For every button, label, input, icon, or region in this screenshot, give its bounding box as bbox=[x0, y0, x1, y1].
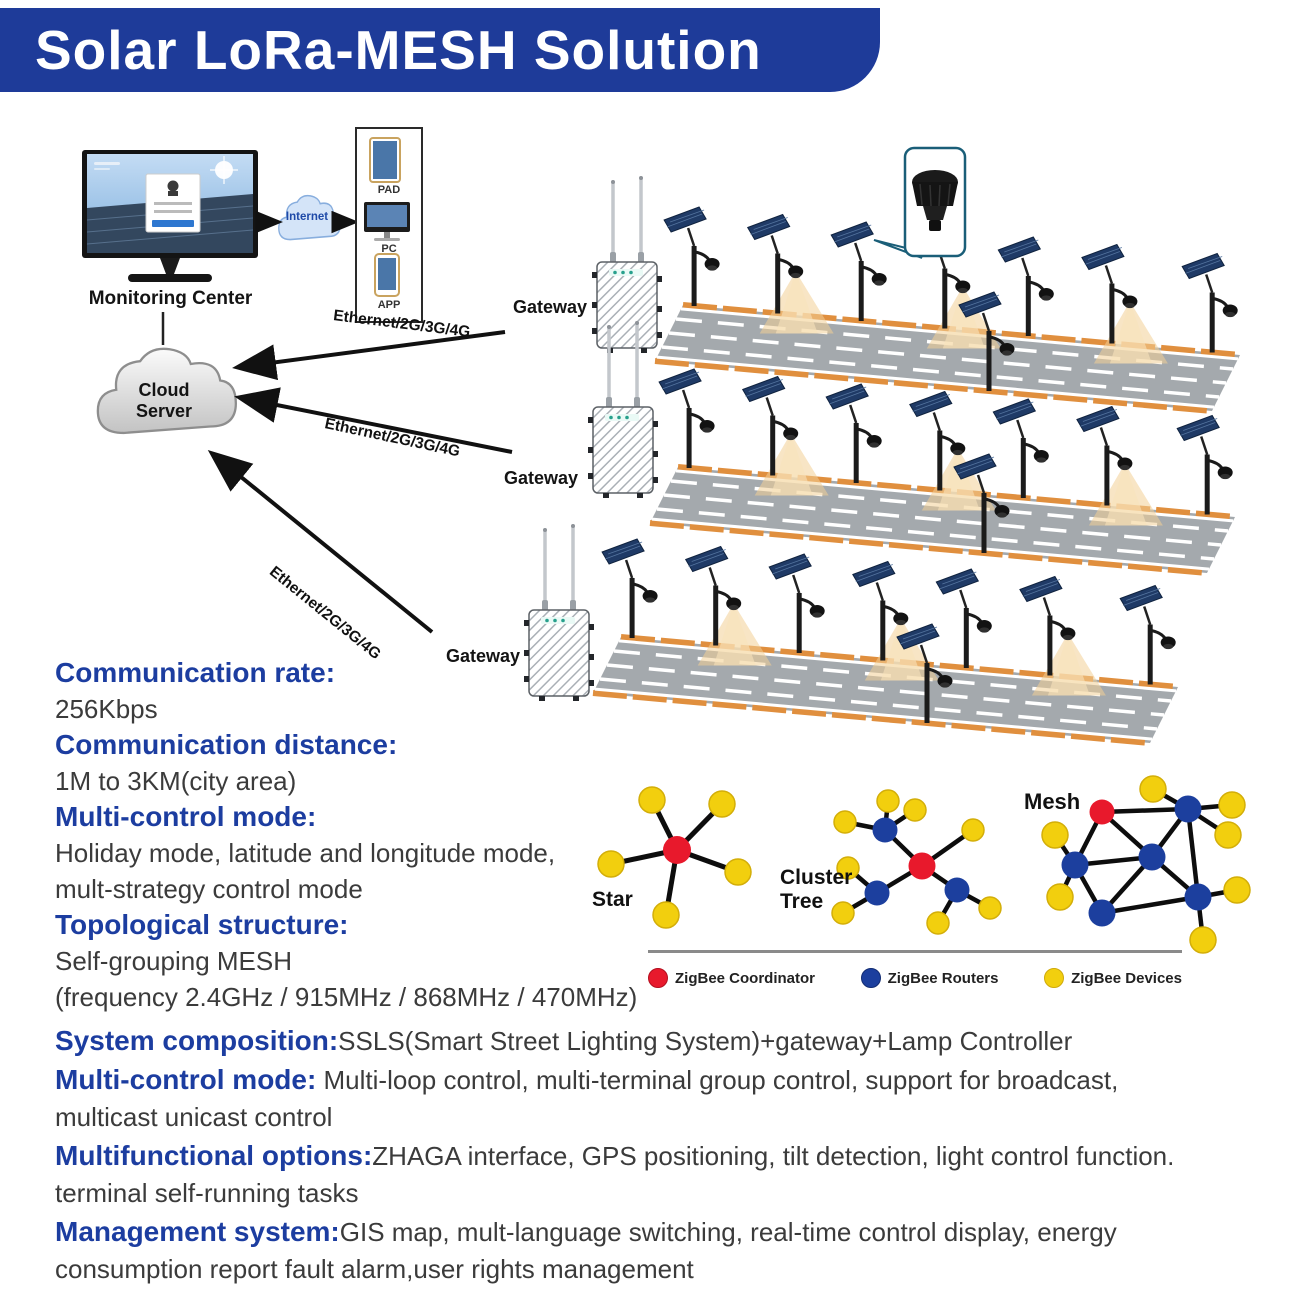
legend-item-routers: ZigBee Routers bbox=[860, 968, 999, 988]
spec-item: Multi-control mode: Holiday mode, latitu… bbox=[55, 799, 665, 907]
feature-item: Management system:GIS map, mult-language… bbox=[55, 1213, 1300, 1288]
spec-heading: Communication distance: bbox=[55, 729, 398, 760]
star-label: Star bbox=[592, 888, 633, 911]
spec-body: 256Kbps bbox=[55, 694, 158, 724]
routers-dot-icon bbox=[860, 968, 881, 988]
lamp-controller-icon bbox=[912, 170, 958, 231]
pc-icon bbox=[364, 202, 410, 241]
feature-body: SSLS(Smart Street Lighting System)+gatew… bbox=[338, 1026, 1073, 1056]
streetlight bbox=[662, 205, 722, 308]
streetlight bbox=[1180, 252, 1240, 354]
pad-label: PAD bbox=[377, 184, 401, 196]
legend-item-coordinator: ZigBee Coordinator bbox=[648, 968, 815, 988]
spec-body: Holiday mode, latitude and longitude mod… bbox=[55, 838, 556, 904]
streetlight bbox=[996, 235, 1056, 338]
feature-body: ZHAGA interface, GPS positioning, tilt d… bbox=[55, 1141, 1175, 1208]
spec-body: 1M to 3KM(city area) bbox=[55, 766, 297, 796]
streetlight bbox=[657, 367, 717, 470]
legend-item-devices: ZigBee Devices bbox=[1044, 968, 1182, 988]
gateway-device-1 bbox=[590, 174, 664, 355]
light-cone bbox=[697, 603, 772, 666]
legend-routers-label: ZigBee Routers bbox=[887, 969, 999, 987]
cluster-tree-label: Cluster Tree bbox=[780, 866, 853, 913]
gateway3-label: Gateway bbox=[445, 646, 521, 666]
streetlight bbox=[600, 537, 660, 640]
feature-body: GIS map, mult-language switching, real-t… bbox=[55, 1217, 1117, 1284]
mesh-label: Mesh bbox=[1024, 789, 1081, 814]
devices-dot-icon bbox=[1044, 968, 1065, 988]
streetlight bbox=[767, 552, 827, 655]
legend-coordinator-label: ZigBee Coordinator bbox=[675, 969, 816, 987]
streetlight bbox=[1175, 414, 1235, 516]
feature-heading: Multi-control mode: bbox=[55, 1064, 317, 1095]
feature-item: Multifunctional options:ZHAGA interface,… bbox=[55, 1137, 1300, 1212]
header-bar bbox=[0, 8, 880, 92]
spec-item: Communication distance: 1M to 3KM(city a… bbox=[55, 727, 665, 799]
spec-body: Self-grouping MESH (frequency 2.4GHz / 9… bbox=[55, 946, 638, 1012]
topology-mesh bbox=[1041, 775, 1251, 954]
gateway2-label: Gateway bbox=[503, 468, 579, 488]
monitoring-center-illustration bbox=[82, 150, 258, 282]
feature-item: Multi-control mode: Multi-loop control, … bbox=[55, 1061, 1300, 1136]
light-cone bbox=[1088, 463, 1163, 526]
streetlight bbox=[829, 220, 889, 323]
feature-body: Multi-loop control, multi-terminal group… bbox=[55, 1065, 1119, 1132]
spec-heading: Communication rate: bbox=[55, 657, 336, 688]
spec-list: Communication rate: 256Kbps Communicatio… bbox=[55, 655, 665, 1015]
feature-heading: System composition: bbox=[55, 1025, 339, 1056]
connection-arrows bbox=[207, 330, 513, 634]
pad-icon bbox=[369, 137, 401, 183]
zigbee-legend: ZigBee Coordinator ZigBee Routers ZigBee… bbox=[648, 950, 1182, 988]
light-cone bbox=[1093, 301, 1168, 364]
topology-star bbox=[597, 786, 752, 929]
spec-heading: Multi-control mode: bbox=[55, 801, 317, 832]
streetlight bbox=[824, 382, 884, 485]
spec-heading: Topological structure: bbox=[55, 909, 349, 940]
monitoring-center-label: Monitoring Center bbox=[88, 288, 253, 309]
light-cone bbox=[754, 433, 829, 496]
lamp-controller-callout bbox=[873, 146, 967, 259]
internet-label: Internet bbox=[285, 211, 329, 223]
topology-cluster-tree bbox=[831, 789, 1002, 935]
gateway1-label: Gateway bbox=[512, 297, 588, 317]
streetlight bbox=[991, 397, 1051, 500]
coordinator-dot-icon bbox=[648, 968, 668, 988]
streetlight bbox=[1118, 584, 1178, 686]
client-devices-box bbox=[355, 127, 423, 323]
app-label: APP bbox=[377, 299, 401, 311]
light-cone bbox=[759, 271, 834, 334]
streetlight bbox=[934, 567, 994, 670]
feature-item: System composition:SSLS(Smart Street Lig… bbox=[55, 1022, 1300, 1060]
road-scene-3 bbox=[593, 537, 1178, 743]
legend-devices-label: ZigBee Devices bbox=[1071, 969, 1182, 987]
spec-item: Topological structure: Self-grouping MES… bbox=[55, 907, 665, 1015]
cloud-server-label: Cloud Server bbox=[135, 380, 193, 421]
app-icon bbox=[374, 253, 400, 297]
feature-heading: Multifunctional options: bbox=[55, 1140, 373, 1171]
page-title: Solar LoRa-MESH Solution bbox=[35, 19, 762, 81]
feature-list: System composition:SSLS(Smart Street Lig… bbox=[55, 1022, 1300, 1289]
feature-heading: Management system: bbox=[55, 1216, 340, 1247]
pc-label: PC bbox=[381, 243, 397, 255]
light-cone bbox=[1031, 633, 1106, 696]
spec-item: Communication rate: 256Kbps bbox=[55, 655, 665, 727]
